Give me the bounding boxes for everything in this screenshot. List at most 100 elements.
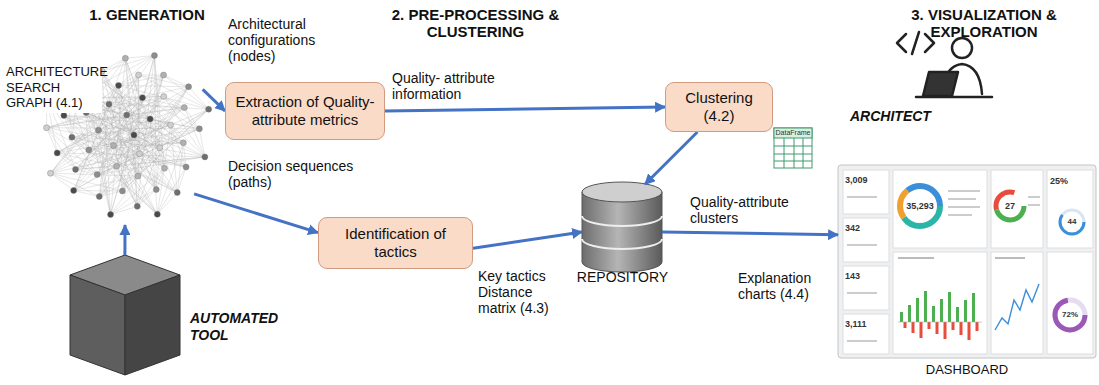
chart-bar: [932, 306, 935, 322]
graph-edge: [177, 167, 186, 193]
graph-vertex: [186, 84, 192, 90]
graph-vertex: [151, 53, 157, 59]
graph-vertex: [73, 166, 79, 172]
graph-edge: [57, 153, 205, 157]
role-label: ARCHITECT: [850, 108, 940, 124]
flow-arrow: [473, 232, 582, 248]
graph-edge: [177, 143, 183, 193]
dashboard-figure: 3,111: [845, 319, 887, 329]
flow-arrow: [645, 132, 697, 184]
flow-arrow: [194, 194, 318, 233]
graph-edge: [111, 206, 138, 214]
graph-edge: [157, 193, 177, 215]
graph-edge: [157, 167, 186, 214]
graph-edge: [50, 173, 122, 191]
dashboard-figure: 143: [845, 271, 887, 281]
graph-edge: [47, 128, 76, 170]
graph-vertex: [183, 164, 189, 170]
graph-vertex: [181, 105, 187, 111]
process-box: Identification of tactics: [318, 217, 473, 269]
graph-vertex: [122, 55, 128, 61]
graph-vertex: [119, 188, 125, 194]
graph-edge: [111, 56, 155, 215]
edge-label: Architectural configurations (nodes): [228, 16, 340, 64]
chart-bar: [908, 305, 911, 322]
graph-vertex: [134, 203, 140, 209]
graph-edge: [164, 96, 205, 156]
graph-vertex: [147, 116, 153, 122]
graph-vertex: [139, 95, 145, 101]
graph-vertex: [116, 82, 122, 88]
node-text: Clustering (4.2): [674, 89, 764, 125]
graph-edge: [50, 173, 99, 196]
repository-node: REPOSITORY: [560, 182, 685, 290]
graph-vertex: [54, 150, 60, 156]
dataframe-icon: [774, 128, 812, 168]
graph-node: ARCHITECTURE SEARCH GRAPH (4.1): [4, 40, 220, 230]
chart-bar: [940, 299, 943, 322]
chart-bar: [916, 298, 919, 322]
graph-vertex: [202, 154, 208, 160]
dashboard-node: DASHBOARD: [838, 165, 1096, 383]
architect-icon: [897, 32, 992, 97]
graph-edge: [111, 168, 165, 214]
graph-vertex: [108, 212, 114, 218]
node-text: AUTOMATED TOOL: [190, 310, 280, 344]
graph-edge: [122, 109, 208, 191]
graph-edge: [139, 74, 164, 75]
graph-edge: [137, 168, 164, 206]
node-text: REPOSITORY: [560, 269, 685, 286]
chart-bar: [968, 322, 971, 340]
chart-bar: [976, 322, 979, 331]
graph-vertex: [106, 101, 112, 107]
graph-vertex: [154, 211, 160, 217]
graph-edge: [47, 128, 98, 175]
stage-heading: 2. PRE-PROCESSING & CLUSTERING: [368, 6, 583, 41]
graph-edge: [64, 116, 157, 215]
process-box: Extraction of Quality-attribute metrics: [225, 82, 385, 140]
graph-edge: [137, 190, 156, 207]
chart-bar: [936, 322, 939, 334]
graph-vertex: [196, 126, 202, 132]
graph-vertex: [135, 173, 141, 179]
graph-vertex: [157, 145, 163, 151]
graph-vertex: [131, 132, 137, 138]
chart-bar: [904, 322, 907, 328]
graph-edge: [74, 191, 100, 197]
dashboard-figure: 27: [1000, 201, 1020, 211]
chart-bar: [924, 291, 927, 322]
chart-bar: [948, 292, 951, 322]
graph-vertex: [168, 122, 174, 128]
graph-edge: [102, 58, 125, 71]
edge-label: Quality- attribute information: [392, 70, 532, 102]
graph-vertex: [71, 188, 77, 194]
dashboard-figure: 3,009: [845, 175, 887, 185]
graph-edge: [119, 85, 209, 109]
graph-vertex: [124, 112, 130, 118]
chart-bar: [928, 322, 931, 329]
graph-vertex: [86, 147, 92, 153]
dashboard-mockup: [838, 165, 1096, 358]
flow-arrow: [203, 89, 225, 111]
edge-label: Decision sequences (paths): [228, 158, 360, 190]
graph-edge: [74, 190, 123, 191]
graph-vertex: [206, 106, 212, 112]
graph-vertex: [153, 187, 159, 193]
chart-bar: [912, 322, 915, 333]
graph-vertex: [94, 172, 100, 178]
graph-vertex: [161, 72, 167, 78]
graph-vertex: [161, 165, 167, 171]
graph-vertex: [69, 134, 75, 140]
graph-edge: [47, 128, 58, 153]
graph-vertex: [44, 125, 50, 131]
graph-vertex: [111, 143, 117, 149]
repository-cylinder: [582, 182, 662, 272]
graph-edge: [111, 190, 157, 215]
dashboard-figure: 342: [845, 223, 887, 233]
graph-vertex: [161, 93, 167, 99]
node-text: ARCHITECTURE SEARCH GRAPH (4.1): [4, 62, 102, 113]
graph-edge: [72, 137, 177, 192]
process-box: Clustering (4.2): [665, 82, 773, 132]
graph-vertex: [47, 170, 53, 176]
